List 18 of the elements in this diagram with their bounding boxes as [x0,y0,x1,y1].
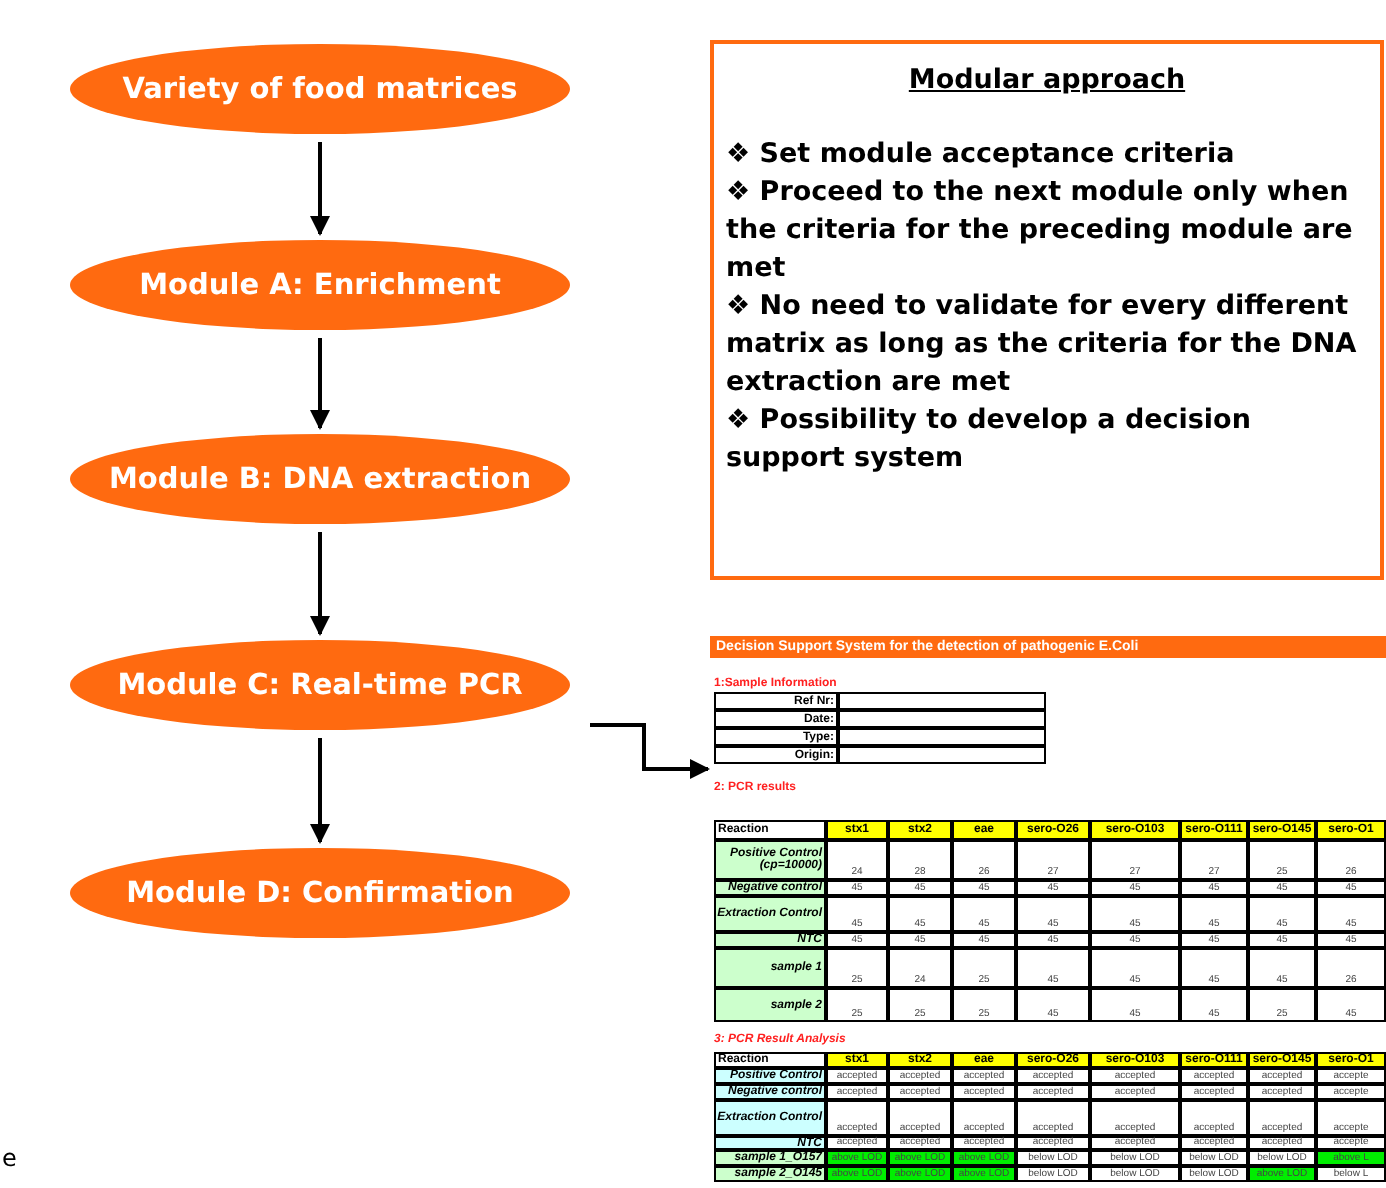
note-panel [710,40,1384,580]
arrow [310,532,330,636]
bullet-text: ❖ Proceed to the next module only when the criteria for the preceding module are met [726,174,1355,288]
bullet-text: ❖ Possibility to develop a decision support system [726,402,1253,478]
process-ellipse: Module A: Enrichment [70,240,570,330]
stray-text: e [2,1144,17,1172]
process-ellipse: Module C: Real-time PCR [70,640,570,730]
bullet-text: ❖ No need to validate for every different matrix as long as the criteria for the DNA extraction are met [726,288,1359,402]
bullet-text: ❖ Set module acceptance criteria [726,136,1237,174]
process-ellipse: Module B: DNA extraction [70,434,570,524]
process-ellipse: Variety of food matrices [70,44,570,134]
arrow [310,338,330,430]
heading: Modular approach [906,64,1188,96]
arrow [310,142,330,236]
arrow [590,723,710,779]
arrow [310,738,330,844]
spreadsheet-panel [710,630,1386,1188]
process-ellipse: Module D: Confirmation [70,848,570,938]
